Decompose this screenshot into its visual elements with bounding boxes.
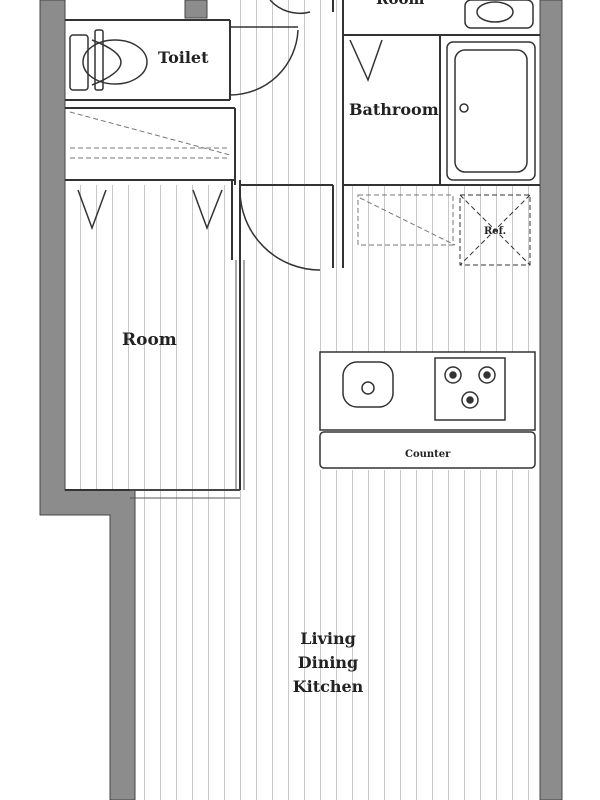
bathroom-label: Bathroom [349, 100, 439, 119]
toilet-label: Toilet [158, 48, 209, 67]
kitchen-sink [342, 361, 394, 408]
doors [77, 0, 383, 271]
top-room-label: Room [376, 0, 424, 8]
ldk-label-dining: Dining [298, 653, 358, 672]
wash-basin [464, 0, 534, 29]
room-label: Room [122, 330, 177, 350]
partition-lines [130, 260, 245, 499]
toilet-fixture [69, 29, 148, 91]
closet-dashes [69, 111, 456, 246]
ldk-label-living: Living [300, 629, 356, 648]
counter-label: Counter [405, 449, 451, 460]
kitchen-counter [319, 351, 536, 469]
refrigerator-label: Ref. [484, 226, 506, 237]
bathtub [446, 41, 536, 181]
flooring [65, 0, 540, 800]
gas-stove [434, 357, 506, 421]
ldk-label-kitchen: Kitchen [293, 677, 364, 696]
outer-walls [39, 0, 563, 800]
refrigerator [459, 194, 531, 266]
